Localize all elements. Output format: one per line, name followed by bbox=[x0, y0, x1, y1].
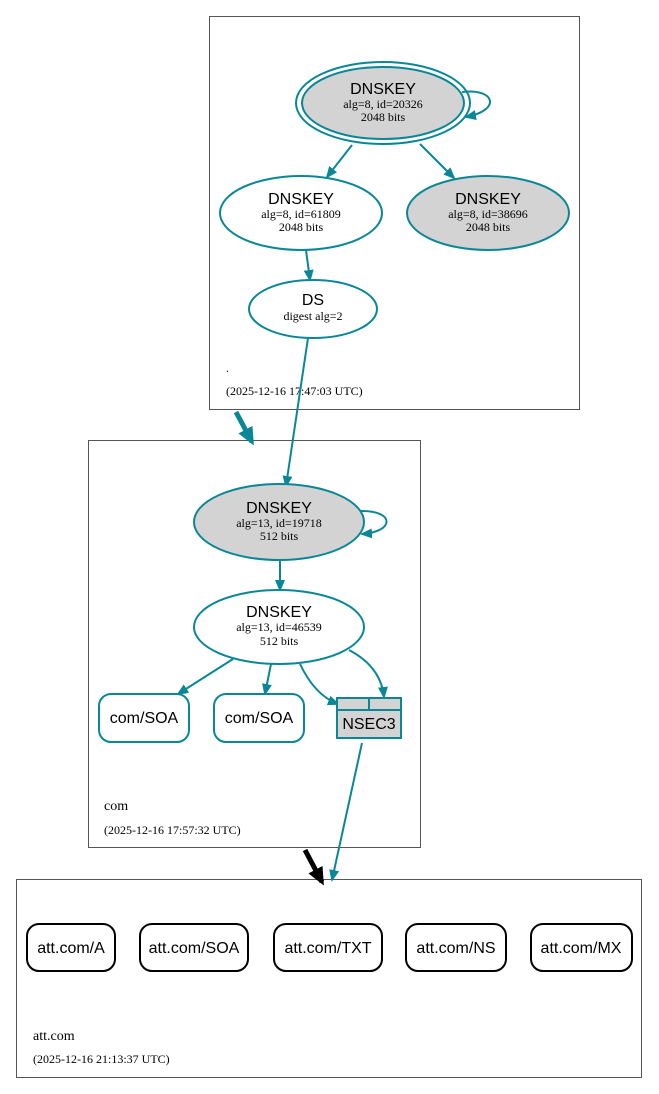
edge-com-zsk-soa1 bbox=[176, 658, 234, 696]
node-com-ksk-line2: 512 bits bbox=[260, 529, 299, 543]
node-root-zsk[interactable]: DNSKEY alg=8, id=61809 2048 bits bbox=[219, 175, 383, 251]
zone-att-name: att.com bbox=[33, 1029, 75, 1044]
edge-root-ksk-self bbox=[461, 90, 491, 120]
zone-root-cluster: . (2025-12-16 17:47:03 UTC) bbox=[209, 16, 580, 410]
node-root-ksk-line1: alg=8, id=20326 bbox=[343, 97, 423, 111]
zone-com-timestamp: (2025-12-16 17:57:32 UTC) bbox=[104, 823, 241, 837]
edge-root-zsk-ds bbox=[303, 249, 314, 282]
node-root-ds-line1: digest alg=2 bbox=[283, 309, 342, 323]
node-root-key3-line2: 2048 bits bbox=[466, 220, 511, 234]
zone-root-name: . bbox=[226, 361, 229, 375]
zone-att-timestamp: (2025-12-16 21:13:37 UTC) bbox=[33, 1052, 170, 1066]
zone-com-name: com bbox=[104, 799, 128, 814]
node-root-key3-line1: alg=8, id=38696 bbox=[448, 207, 528, 221]
zone-com-cluster: com (2025-12-16 17:57:32 UTC) bbox=[88, 440, 421, 848]
node-com-zsk[interactable]: DNSKEY alg=13, id=46539 512 bits bbox=[193, 589, 365, 665]
edge-delegation-com-att bbox=[302, 848, 325, 886]
node-com-zsk-line1: alg=13, id=46539 bbox=[236, 620, 322, 634]
edge-com-ksk-self bbox=[359, 509, 388, 539]
node-com-nsec3-label: NSEC3 bbox=[342, 716, 395, 733]
node-att-txt[interactable]: att.com/TXT bbox=[273, 923, 383, 972]
edge-com-zsk-nsec3-a bbox=[299, 663, 340, 706]
node-root-key3-title: DNSKEY bbox=[455, 191, 521, 208]
node-att-ns-label: att.com/NS bbox=[416, 940, 495, 957]
edge-ds-com-ksk bbox=[282, 337, 309, 488]
node-att-txt-label: att.com/TXT bbox=[284, 940, 371, 957]
node-root-ksk-line2: 2048 bits bbox=[361, 110, 406, 124]
node-root-key3[interactable]: DNSKEY alg=8, id=38696 2048 bits bbox=[406, 175, 570, 251]
node-att-ns[interactable]: att.com/NS bbox=[405, 923, 507, 972]
edge-root-ksk-key3 bbox=[419, 143, 456, 180]
zone-root-timestamp: (2025-12-16 17:47:03 UTC) bbox=[226, 384, 363, 398]
node-root-ksk[interactable]: DNSKEY alg=8, id=20326 2048 bits bbox=[295, 61, 471, 145]
node-com-soa-1-label: com/SOA bbox=[110, 710, 179, 727]
node-att-soa-label: att.com/SOA bbox=[149, 940, 240, 957]
node-com-soa-2[interactable]: com/SOA bbox=[213, 693, 305, 743]
node-att-soa[interactable]: att.com/SOA bbox=[139, 923, 249, 972]
edge-delegation-root-com bbox=[233, 410, 255, 446]
node-att-mx[interactable]: att.com/MX bbox=[530, 923, 633, 972]
node-att-mx-label: att.com/MX bbox=[541, 940, 622, 957]
node-com-nsec3[interactable]: NSEC3 bbox=[336, 697, 402, 739]
edge-com-zsk-nsec3-b bbox=[348, 649, 388, 699]
node-att-a[interactable]: att.com/A bbox=[26, 923, 116, 972]
edge-com-zsk-soa2 bbox=[262, 663, 272, 696]
edges bbox=[176, 90, 491, 882]
node-com-zsk-title: DNSKEY bbox=[246, 604, 312, 621]
node-root-zsk-line2: 2048 bits bbox=[279, 220, 324, 234]
node-root-zsk-title: DNSKEY bbox=[268, 191, 334, 208]
node-com-ksk-line1: alg=13, id=19718 bbox=[236, 516, 322, 530]
node-com-soa-2-label: com/SOA bbox=[225, 710, 294, 727]
node-com-ksk[interactable]: DNSKEY alg=13, id=19718 512 bits bbox=[193, 483, 365, 561]
node-root-ksk-title: DNSKEY bbox=[350, 81, 416, 98]
edge-nsec3-att bbox=[329, 742, 363, 882]
edge-root-ksk-zsk bbox=[325, 144, 353, 179]
node-com-ksk-title: DNSKEY bbox=[246, 500, 312, 517]
node-com-zsk-line2: 512 bits bbox=[260, 634, 299, 648]
zone-att-cluster: att.com (2025-12-16 21:13:37 UTC) bbox=[16, 879, 642, 1078]
node-com-soa-1[interactable]: com/SOA bbox=[98, 693, 190, 743]
node-root-ds-title: DS bbox=[302, 292, 324, 309]
node-root-zsk-line1: alg=8, id=61809 bbox=[261, 207, 341, 221]
node-root-ds[interactable]: DS digest alg=2 bbox=[248, 279, 378, 339]
node-att-a-label: att.com/A bbox=[37, 940, 105, 957]
